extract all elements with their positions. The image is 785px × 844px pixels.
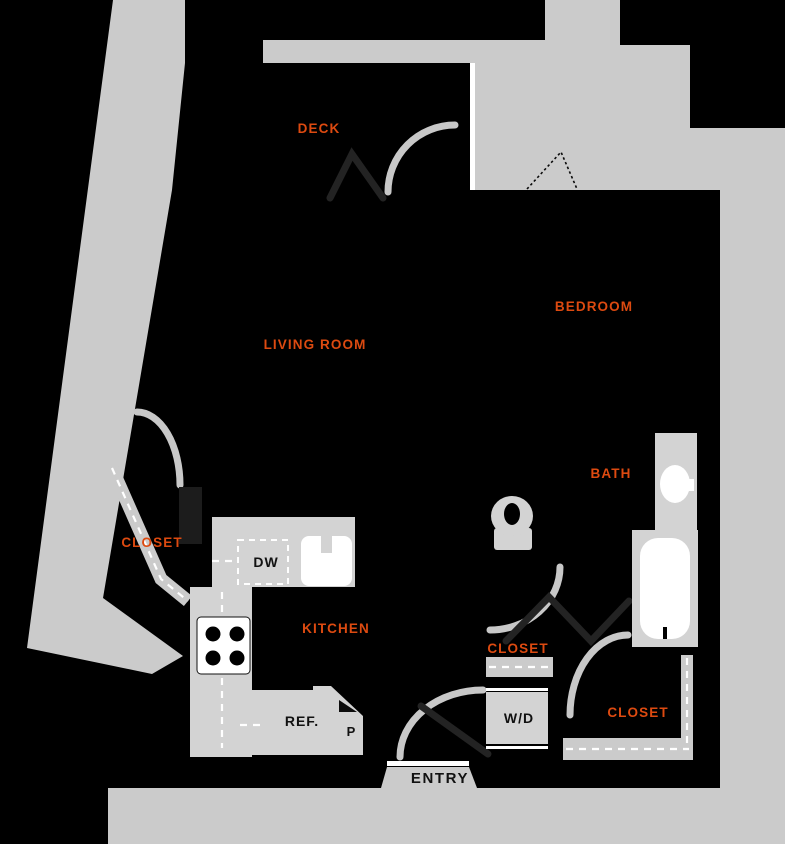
wd-edge-bottom [486,746,548,749]
bath-door-arc-icon [566,631,632,719]
label-kitchen: KITCHEN [302,621,370,636]
interior-door-leaves-icon [502,591,633,647]
entry-label: ENTRY [411,770,469,787]
closet-left-shelf-rod [110,467,189,602]
pantry-label: P [347,724,356,739]
label-bath: BATH [591,466,632,481]
bathtub [640,538,690,639]
label-closet-left: CLOSET [121,535,182,550]
kitchen-counter-bottom [252,686,363,755]
wd-edge-top [486,688,548,691]
tub-drain-icon [663,627,667,639]
label-deck: DECK [298,121,341,136]
deck-door-leaf-icon [326,147,387,202]
vanity-sink [660,465,690,503]
walkway-right [720,190,785,844]
kitchen-sink [301,536,352,586]
closet-wall-stub [179,487,202,544]
dishwasher-label: DW [253,554,278,570]
walkway-left [27,0,185,674]
entry-door-leaf-icon [417,702,492,758]
pantry-corner-icon [339,700,357,712]
label-bedroom: BEDROOM [555,299,633,314]
burner-icon [205,650,221,666]
entry-landing [381,767,477,788]
walkway-bottom [108,788,785,844]
dishwasher-outline [237,539,289,585]
washer-dryer-label: W/D [504,710,534,726]
burner-icon [229,650,245,666]
closet-bedroom-shelf-v [681,655,693,760]
closet-bedroom-shelf-h [563,738,693,760]
burner-icon [229,626,245,642]
label-closet-bedroom: CLOSET [607,705,668,720]
washer-dryer [486,692,548,744]
stove [196,616,251,675]
label-living-room: LIVING ROOM [264,337,367,352]
kitchen-faucet-icon [321,531,332,553]
walkway-top-right [263,0,785,190]
burner-icon [205,626,221,642]
refrigerator-label: REF. [285,713,319,729]
vanity-faucet-icon [680,479,694,491]
toilet-bowl-icon [504,503,520,525]
deck-edge-line [470,63,475,190]
egress-window-icon [526,150,578,190]
deck-door-arc-icon [384,121,459,196]
entry-threshold-line [387,761,469,766]
label-closet-hall: CLOSET [487,641,548,656]
closet-left-door-arc-icon [133,408,184,489]
